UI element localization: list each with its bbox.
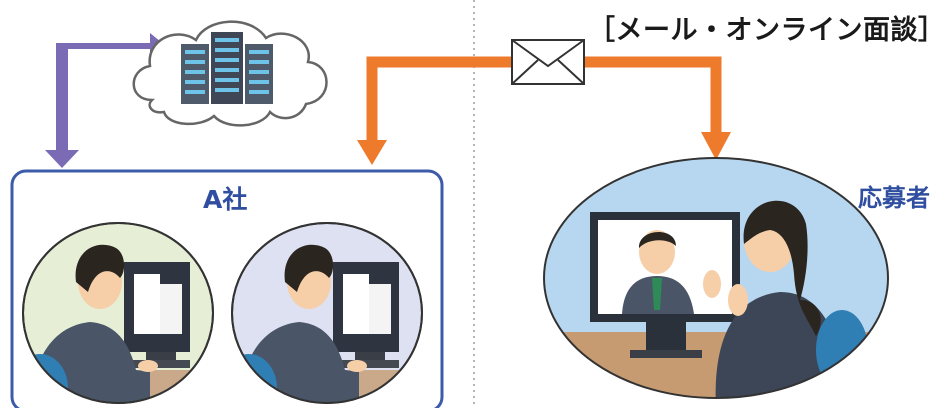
- company-label: A社: [203, 185, 248, 214]
- cloud-server-icon: [132, 20, 328, 127]
- applicant-illustration: [543, 157, 889, 399]
- meeting-method-label: ［メール・オンライン面談］: [588, 15, 946, 46]
- envelope-icon: [511, 39, 585, 85]
- applicant-label: 応募者: [858, 184, 930, 212]
